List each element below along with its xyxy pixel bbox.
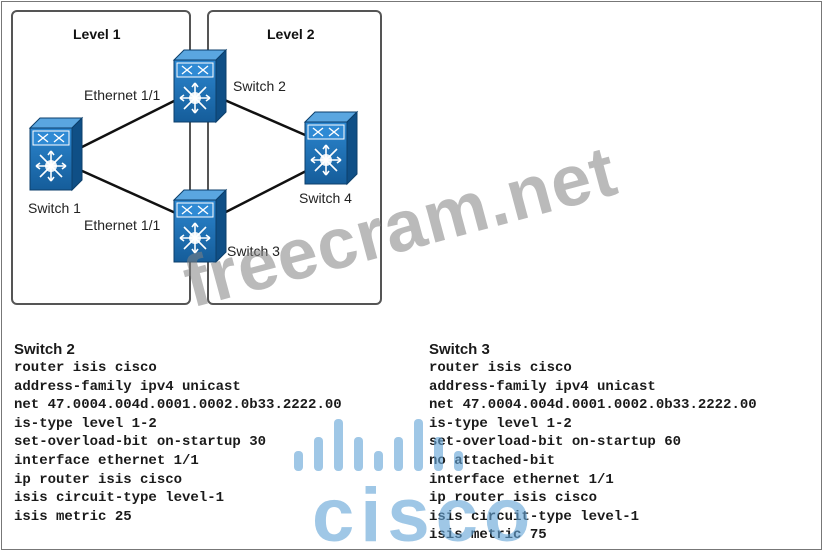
config-line: address-family ipv4 unicast <box>429 378 656 395</box>
ethernet-label-upper: Ethernet 1/1 <box>84 87 161 103</box>
config-line: isis metric 75 <box>429 527 547 544</box>
switch-2-label: Switch 2 <box>233 78 286 94</box>
link-switch3-switch4 <box>219 166 313 217</box>
config-line: set-overload-bit on-startup 30 <box>14 434 267 451</box>
link-switch1-switch2 <box>79 96 181 150</box>
config-line: ip router isis cisco <box>429 490 598 507</box>
config-line: net 47.0004.004d.0001.0002.0b33.2222.00 <box>429 397 757 414</box>
switch-3-config-title: Switch 3 <box>429 341 490 358</box>
level-1-title: Level 1 <box>73 26 121 42</box>
switch-2-config: Switch 2 router isis cisco address-famil… <box>14 340 342 526</box>
link-switch1-switch3 <box>79 168 181 217</box>
switch-3-label: Switch 3 <box>227 243 280 259</box>
config-line: is-type level 1-2 <box>14 415 157 432</box>
ethernet-label-lower: Ethernet 1/1 <box>84 217 161 233</box>
config-line: isis circuit-type level-1 <box>14 490 225 507</box>
config-line: is-type level 1-2 <box>429 415 572 432</box>
config-line: interface ethernet 1/1 <box>429 471 614 488</box>
level-2-title: Level 2 <box>267 26 315 42</box>
switch-2-config-title: Switch 2 <box>14 341 75 358</box>
switch-4-icon <box>304 111 358 185</box>
switch-3-config: Switch 3 router isis cisco address-famil… <box>429 340 757 545</box>
config-line: isis metric 25 <box>14 508 132 525</box>
config-line: ip router isis cisco <box>14 471 183 488</box>
switch-3-icon <box>173 189 227 263</box>
config-line: interface ethernet 1/1 <box>14 452 199 469</box>
config-line: isis circuit-type level-1 <box>429 508 640 525</box>
switch-1-label: Switch 1 <box>28 200 81 216</box>
link-switch2-switch4 <box>219 96 313 140</box>
config-line: net 47.0004.004d.0001.0002.0b33.2222.00 <box>14 397 342 414</box>
figure-frame <box>1 1 822 550</box>
config-line: no attached-bit <box>429 452 556 469</box>
config-line: router isis cisco <box>429 360 572 376</box>
switch-4-label: Switch 4 <box>299 190 352 206</box>
config-line: set-overload-bit on-startup 60 <box>429 434 682 451</box>
switch-1-icon <box>29 117 83 191</box>
switch-2-icon <box>173 49 227 123</box>
config-line: router isis cisco <box>14 360 157 376</box>
config-line: address-family ipv4 unicast <box>14 378 241 395</box>
topology-diagram <box>29 49 358 263</box>
